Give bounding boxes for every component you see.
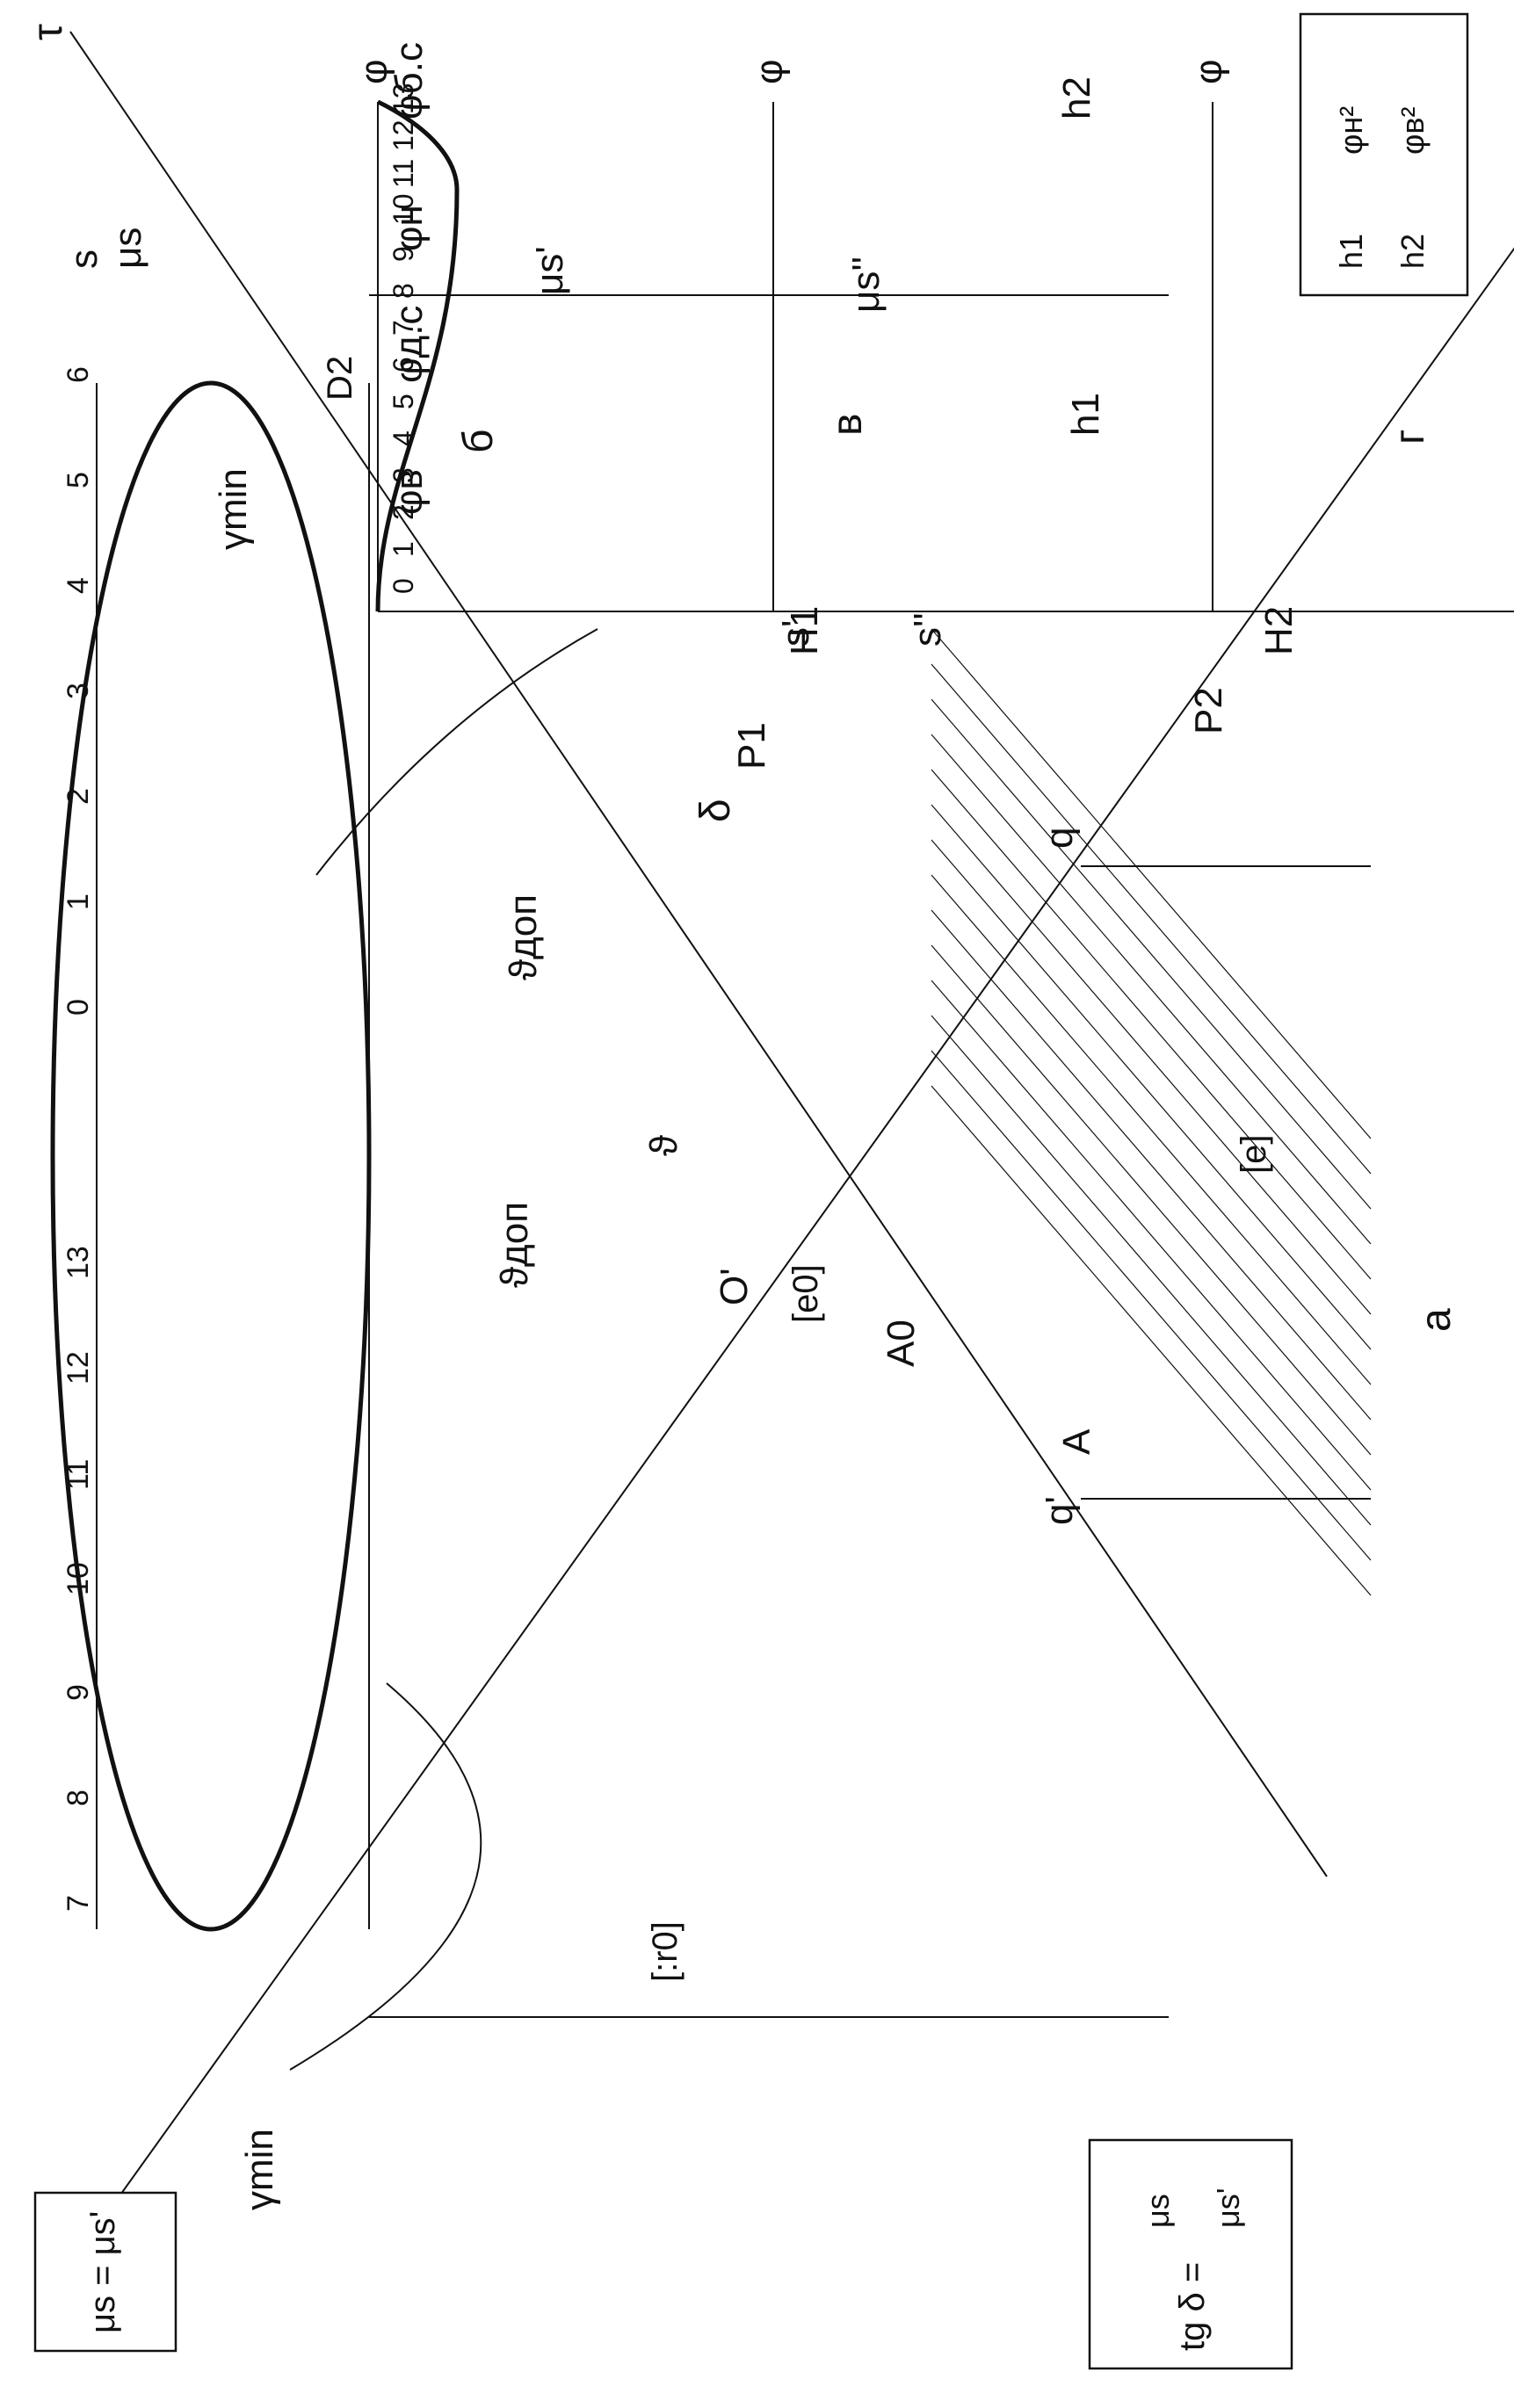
theta-dop-label: ϑдоп	[502, 894, 545, 980]
s-tick-label: 7	[62, 1895, 95, 1912]
phi-tick-label: 3	[388, 467, 419, 483]
phi-label: φ	[352, 59, 395, 84]
subfigure-b: φ μs φв φд.с φн φб.с б	[106, 42, 1514, 612]
s1-axis-label: s'	[774, 620, 817, 647]
s-tick-label: 5	[62, 472, 95, 488]
h-ratio-rhs-num: φн²	[1333, 106, 1369, 155]
phi-label-v: φ	[748, 59, 791, 84]
h-ratio-den: h2	[1394, 234, 1431, 269]
s-tick-label: 12	[62, 1351, 95, 1385]
s-tick-label: 9	[62, 1684, 95, 1701]
mu-s-label: μs	[106, 228, 149, 269]
formula-h-ratio: h1 h2 φн² φв²	[1299, 12, 1469, 297]
theta-dop-label-2: ϑдоп	[493, 1202, 536, 1288]
e-label: [e]	[1235, 1135, 1273, 1174]
phi-tick-label: 8	[388, 283, 419, 299]
delta-label: δ	[692, 799, 739, 822]
mu-s1-label: μs'	[528, 246, 571, 295]
o-prime-label: O'	[713, 1268, 756, 1305]
phi-tick-label: 2	[388, 504, 419, 520]
a0-label: A0	[880, 1320, 923, 1367]
subfigure-g-label: г	[1387, 429, 1433, 445]
q-label: q	[1038, 828, 1081, 849]
subfigure-v-label: в	[824, 414, 871, 437]
s-tick-label: 1	[62, 893, 95, 910]
s-axis-label: s	[62, 249, 105, 269]
phi-tick-label: 7	[388, 320, 419, 336]
h-ratio-rhs-den: φв²	[1394, 107, 1431, 155]
phi-tick-label: 9	[388, 246, 419, 262]
phi-tick-label: 11	[388, 159, 419, 188]
phi-tick-label: 6	[388, 357, 419, 372]
tg-delta-num: μs	[1140, 2194, 1176, 2228]
phi-tick-label: 0	[388, 578, 419, 594]
subfigure-a-label: а	[1413, 1308, 1460, 1332]
subfigure-b-label: б	[455, 430, 502, 454]
tg-delta-lhs: tg δ =	[1173, 2262, 1212, 2351]
formula-mu-eq: μs = μs'	[33, 2191, 177, 2353]
phi-label-g: φ	[1187, 59, 1230, 84]
h-ratio-num: h1	[1333, 234, 1369, 269]
p2-label: P2	[1187, 687, 1230, 734]
e0-label: [e0]	[786, 1264, 825, 1323]
p1-label: P1	[730, 722, 773, 770]
s-tick-label: 4	[62, 577, 95, 594]
s-tick-label: 3	[62, 683, 95, 699]
h1-small-label: h1	[1064, 393, 1107, 436]
phi-n-label: φн	[388, 205, 431, 251]
tau-line	[96, 31, 1514, 2229]
formula-mu-eq-text: μs = μs'	[83, 2211, 122, 2333]
gamma-min-label: γmin	[212, 468, 255, 550]
a-label: A	[1055, 1428, 1098, 1455]
tg-delta-den: μs'	[1210, 2187, 1246, 2228]
theta-label: ϑ	[642, 1135, 685, 1156]
ellipse-curve	[50, 380, 372, 1932]
phi-tick-label: 10	[388, 193, 419, 225]
subfigure-a: s τ τ' q q' O' A A0 D2 γmin γmin ϑдоп ϑд…	[25, 24, 1514, 2298]
phi-tick-label: 12	[388, 119, 419, 151]
subfigure-g: μs'' φ s'' P2 H2 h1 h2 г	[844, 59, 1433, 734]
phi-tick-label: 13	[388, 83, 419, 114]
h1-label: H1	[783, 606, 826, 655]
q-prime-label: q'	[1038, 1496, 1081, 1525]
s-tick-label: 0	[62, 999, 95, 1016]
phi-tick-label: 4	[388, 430, 419, 446]
phi-bs-label: φб.с	[388, 42, 431, 119]
phi-tick-label: 1	[388, 541, 419, 557]
s2-axis-label: s''	[906, 612, 949, 647]
mu-s2-label: μs''	[844, 257, 887, 313]
s-tick-label: 8	[62, 1790, 95, 1806]
phi-v-label: φв	[388, 469, 431, 515]
hatched-zone	[931, 628, 1372, 1596]
s-curve	[375, 99, 460, 612]
h2-small-label: h2	[1055, 76, 1098, 119]
r0-label: [:r0]	[646, 1921, 685, 1982]
s-tick-label: 2	[62, 788, 95, 805]
tau-prime-line	[69, 31, 1328, 1877]
s-tick-label: 6	[62, 366, 95, 383]
s-tick-label: 11	[62, 1459, 95, 1490]
s-tick-label: 13	[62, 1246, 95, 1279]
p-d2-label: D2	[321, 356, 359, 401]
gamma-min-label-2: γmin	[238, 2129, 281, 2210]
h2-cap-label: H2	[1257, 606, 1300, 655]
phi-tick-label: 5	[388, 394, 419, 409]
s-tick-label: 10	[62, 1562, 95, 1595]
formula-tg-delta: tg δ = μs μs'	[1088, 2138, 1293, 2370]
subfigure-v: μs' φ s' в P1 H1	[528, 59, 871, 770]
phi-ds-label: φд.с	[388, 306, 431, 383]
tau-label: τ	[25, 24, 71, 40]
